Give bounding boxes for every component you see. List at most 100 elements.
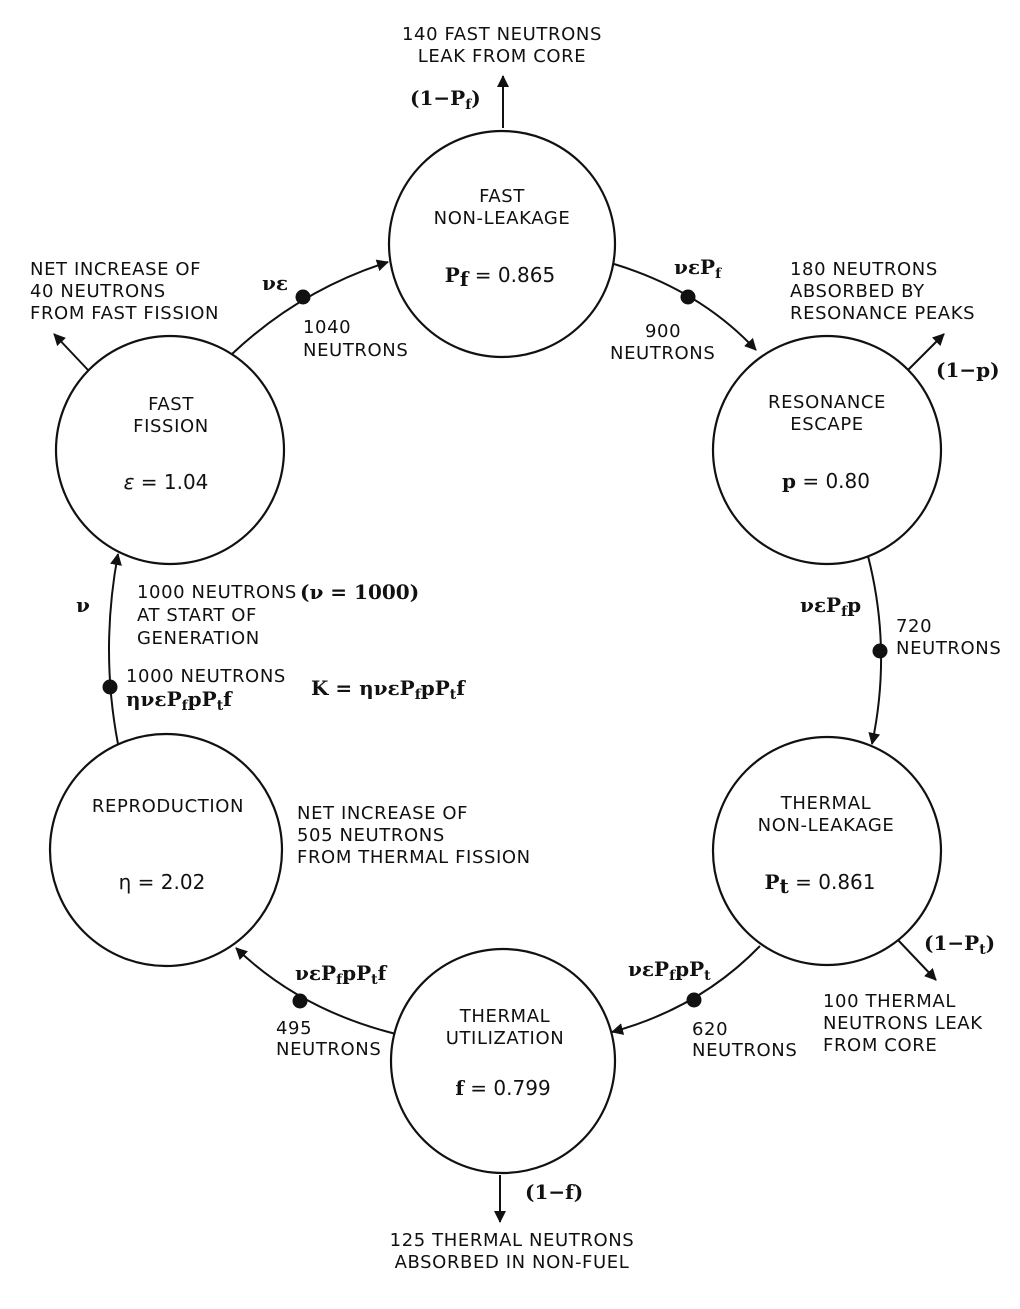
fast-nonleakage-title-2: NON-LEAKAGE <box>434 208 571 229</box>
nonfuel-line-2: ABSORBED IN NON-FUEL <box>395 1252 630 1273</box>
fast-leak-factor-sub: f <box>465 97 472 113</box>
thermal-leak-line-1: 100 THERMAL <box>823 991 956 1012</box>
start-line-2: AT START OF <box>137 605 257 626</box>
arc-utilization-to-reproduction <box>235 947 397 1035</box>
p620-formula-sub2: t <box>704 968 711 984</box>
fast-nonleakage-title-1: FAST <box>479 186 525 207</box>
fast-leak-line-1: 140 FAST NEUTRONS <box>402 24 602 45</box>
p1000-formula-mid: pP <box>188 687 217 711</box>
p1000-formula: ηνεPfpPtf <box>126 687 233 714</box>
k-formula: K = ηνεPfpPtf <box>311 676 466 703</box>
thermal-utilization-number: = 0.799 <box>464 1076 551 1100</box>
p1000-line-1: 1000 NEUTRONS <box>126 666 286 687</box>
arc-reproduction-to-fast-fission <box>108 553 122 745</box>
p720-formula-sub: f <box>841 604 848 620</box>
fast-fission-title-1: FAST <box>148 394 194 415</box>
point-720-neutrons <box>872 643 888 659</box>
p900-unit: NEUTRONS <box>610 343 715 364</box>
p620-formula-mid: pP <box>675 957 704 981</box>
fast-fission-gain-line-2: 40 NEUTRONS <box>30 281 166 302</box>
thermal-fission-gain-line-3: FROM THERMAL FISSION <box>297 847 531 868</box>
p495-formula-sub2: t <box>371 972 378 988</box>
thermal-nonleakage-symbol: P <box>764 870 779 894</box>
fast-nonleakage-value: Pf = 0.865 <box>445 263 555 291</box>
start-nu: ν <box>76 593 90 617</box>
resonance-escape-value: p = 0.80 <box>782 469 870 493</box>
nonfuel-factor: (1−f) <box>525 1180 583 1204</box>
fast-fission-title-2: FISSION <box>133 416 209 437</box>
p620-formula: νεPfpPt <box>628 957 711 984</box>
fast-nonleakage-sub: f <box>460 267 470 291</box>
fast-nonleakage-number: = 0.865 <box>468 263 555 287</box>
node-fast-fission <box>54 334 286 566</box>
p1000-formula-main: ηνεP <box>126 687 182 711</box>
p620-count: 620 <box>692 1019 728 1040</box>
fast-fission-symbol: ε <box>124 470 135 494</box>
p900-formula-main: νεP <box>674 255 715 279</box>
arrow-fast-fission-gain <box>53 333 89 371</box>
fast-fission-value: ε = 1.04 <box>124 470 209 494</box>
reproduction-number: = 2.02 <box>131 870 205 894</box>
thermal-leak-factor-main: (1−P <box>924 931 979 955</box>
p720-formula: νεPfp <box>800 593 861 620</box>
thermal-utilization-symbol: f <box>455 1076 465 1100</box>
nonfuel-line-1: 125 THERMAL NEUTRONS <box>390 1230 635 1251</box>
p1000-formula-sub2: t <box>217 698 224 714</box>
fast-fission-gain-line-3: FROM FAST FISSION <box>30 303 219 324</box>
fast-nonleakage-symbol: P <box>445 263 460 287</box>
resonance-escape-symbol: p <box>782 469 796 493</box>
p495-formula-sub1: f <box>336 972 343 988</box>
thermal-nonleakage-title-2: NON-LEAKAGE <box>758 815 895 836</box>
p495-formula: νεPfpPtf <box>295 961 388 988</box>
p720-count: 720 <box>896 616 932 637</box>
thermal-utilization-value: f = 0.799 <box>455 1076 550 1100</box>
k-formula-mid: pP <box>421 676 450 700</box>
p1040-count: 1040 <box>303 317 351 338</box>
arrow-resonance-absorb <box>907 333 945 371</box>
node-fast-nonleakage <box>387 129 617 359</box>
p620-formula-main: νεP <box>628 957 669 981</box>
resonance-escape-title-1: RESONANCE <box>768 392 886 413</box>
node-thermal-utilization <box>389 947 617 1175</box>
point-900-neutrons <box>680 289 696 305</box>
p900-count: 900 <box>645 321 681 342</box>
k-formula-sub2: t <box>450 687 457 703</box>
resonance-loss-factor: (1−p) <box>936 358 1000 382</box>
thermal-leak-line-3: FROM CORE <box>823 1035 937 1056</box>
thermal-nonleakage-title-1: THERMAL <box>780 793 871 814</box>
resonance-escape-title-2: ESCAPE <box>790 414 864 435</box>
fast-leak-factor: (1−Pf) <box>410 86 481 113</box>
start-line-3: GENERATION <box>137 628 260 649</box>
node-resonance-escape <box>711 334 943 566</box>
thermal-fission-gain-line-1: NET INCREASE OF <box>297 803 468 824</box>
point-1040-neutrons <box>295 289 311 305</box>
thermal-leak-factor: (1−Pt) <box>924 931 995 958</box>
fast-leak-line-2: LEAK FROM CORE <box>418 46 587 67</box>
resonance-loss-line-2: ABSORBED BY <box>790 281 925 302</box>
thermal-nonleakage-sub: t <box>780 874 790 898</box>
reproduction-symbol: η <box>119 870 132 894</box>
node-reproduction <box>48 732 284 968</box>
reproduction-title: REPRODUCTION <box>92 796 244 817</box>
thermal-leak-line-2: NEUTRONS LEAK <box>823 1013 983 1034</box>
p720-unit: NEUTRONS <box>896 638 1001 659</box>
p1040-unit: NEUTRONS <box>303 340 408 361</box>
resonance-escape-number: = 0.80 <box>796 469 870 493</box>
point-1000-neutrons <box>102 679 118 695</box>
thermal-fission-gain-line-2: 505 NEUTRONS <box>297 825 445 846</box>
thermal-nonleakage-number: = 0.861 <box>789 870 876 894</box>
p900-formula-sub: f <box>715 266 722 282</box>
point-495-neutrons <box>292 993 308 1009</box>
thermal-leak-factor-sub: t <box>979 942 986 958</box>
reproduction-value: η = 2.02 <box>119 870 206 894</box>
p720-formula-main: νεP <box>800 593 841 617</box>
p1000-formula-sub1: f <box>182 698 189 714</box>
fast-leak-factor-main: (1−P <box>410 86 465 110</box>
k-formula-sub1: f <box>415 687 422 703</box>
thermal-utilization-title-1: THERMAL <box>459 1006 550 1027</box>
p495-formula-main: νεP <box>295 961 336 985</box>
node-thermal-nonleakage <box>711 735 943 967</box>
p495-count: 495 <box>276 1018 312 1039</box>
fast-fission-number: = 1.04 <box>134 470 208 494</box>
